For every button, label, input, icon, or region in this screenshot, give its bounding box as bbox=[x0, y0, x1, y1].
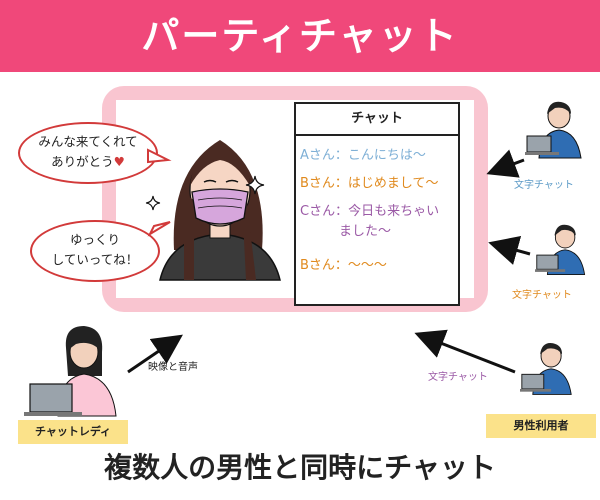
bubble-tail bbox=[147, 221, 171, 237]
male-users-label: 男性利用者 bbox=[486, 414, 596, 438]
speech-bubble-thanks: みんな来てくれて ありがとう♥ bbox=[18, 122, 158, 184]
chat-message: Bさん：はじめまして～ bbox=[300, 176, 439, 191]
bubble-line: みんな来てくれて bbox=[38, 134, 138, 149]
caption-text-chat-2: 文字チャット bbox=[512, 290, 572, 301]
heart-icon: ♥ bbox=[113, 154, 125, 169]
title-banner bbox=[0, 0, 600, 72]
speech-bubble-relax: ゆっくり していってね！ bbox=[30, 220, 160, 282]
footer-tagline: 複数人の男性と同時にチャット bbox=[104, 451, 496, 484]
chat-message: Bさん：～～～ bbox=[300, 258, 387, 273]
chat-message: ました～ bbox=[300, 224, 392, 239]
male-user-illustration bbox=[535, 224, 586, 276]
caption-video-audio: 映像と音声 bbox=[148, 362, 198, 373]
male-user-illustration bbox=[520, 343, 572, 395]
page-title: パーティチャット bbox=[141, 14, 459, 58]
chat-lady-label: チャットレディ bbox=[18, 420, 128, 444]
streamer-illustration bbox=[159, 140, 281, 281]
chat-message: Cさん：今日も来ちゃい bbox=[300, 204, 440, 219]
chat-message: Aさん：こんにちは～ bbox=[300, 148, 426, 163]
bubble-line: ありがとう♥ bbox=[20, 152, 156, 172]
chat-panel: チャット bbox=[294, 102, 460, 306]
bubble-text: ありがとう bbox=[51, 154, 114, 169]
sparkle-icon bbox=[245, 175, 265, 195]
chat-lady-illustration bbox=[24, 326, 117, 417]
bubble-line: していってね！ bbox=[51, 252, 139, 267]
male-user-illustration bbox=[525, 101, 582, 159]
chat-header: チャット bbox=[296, 104, 458, 136]
sparkle-icon bbox=[145, 195, 161, 211]
caption-text-chat-3: 文字チャット bbox=[428, 372, 488, 383]
caption-text-chat-1: 文字チャット bbox=[514, 180, 574, 191]
bubble-tail bbox=[147, 148, 172, 164]
bubble-line: ゆっくり bbox=[69, 232, 120, 247]
